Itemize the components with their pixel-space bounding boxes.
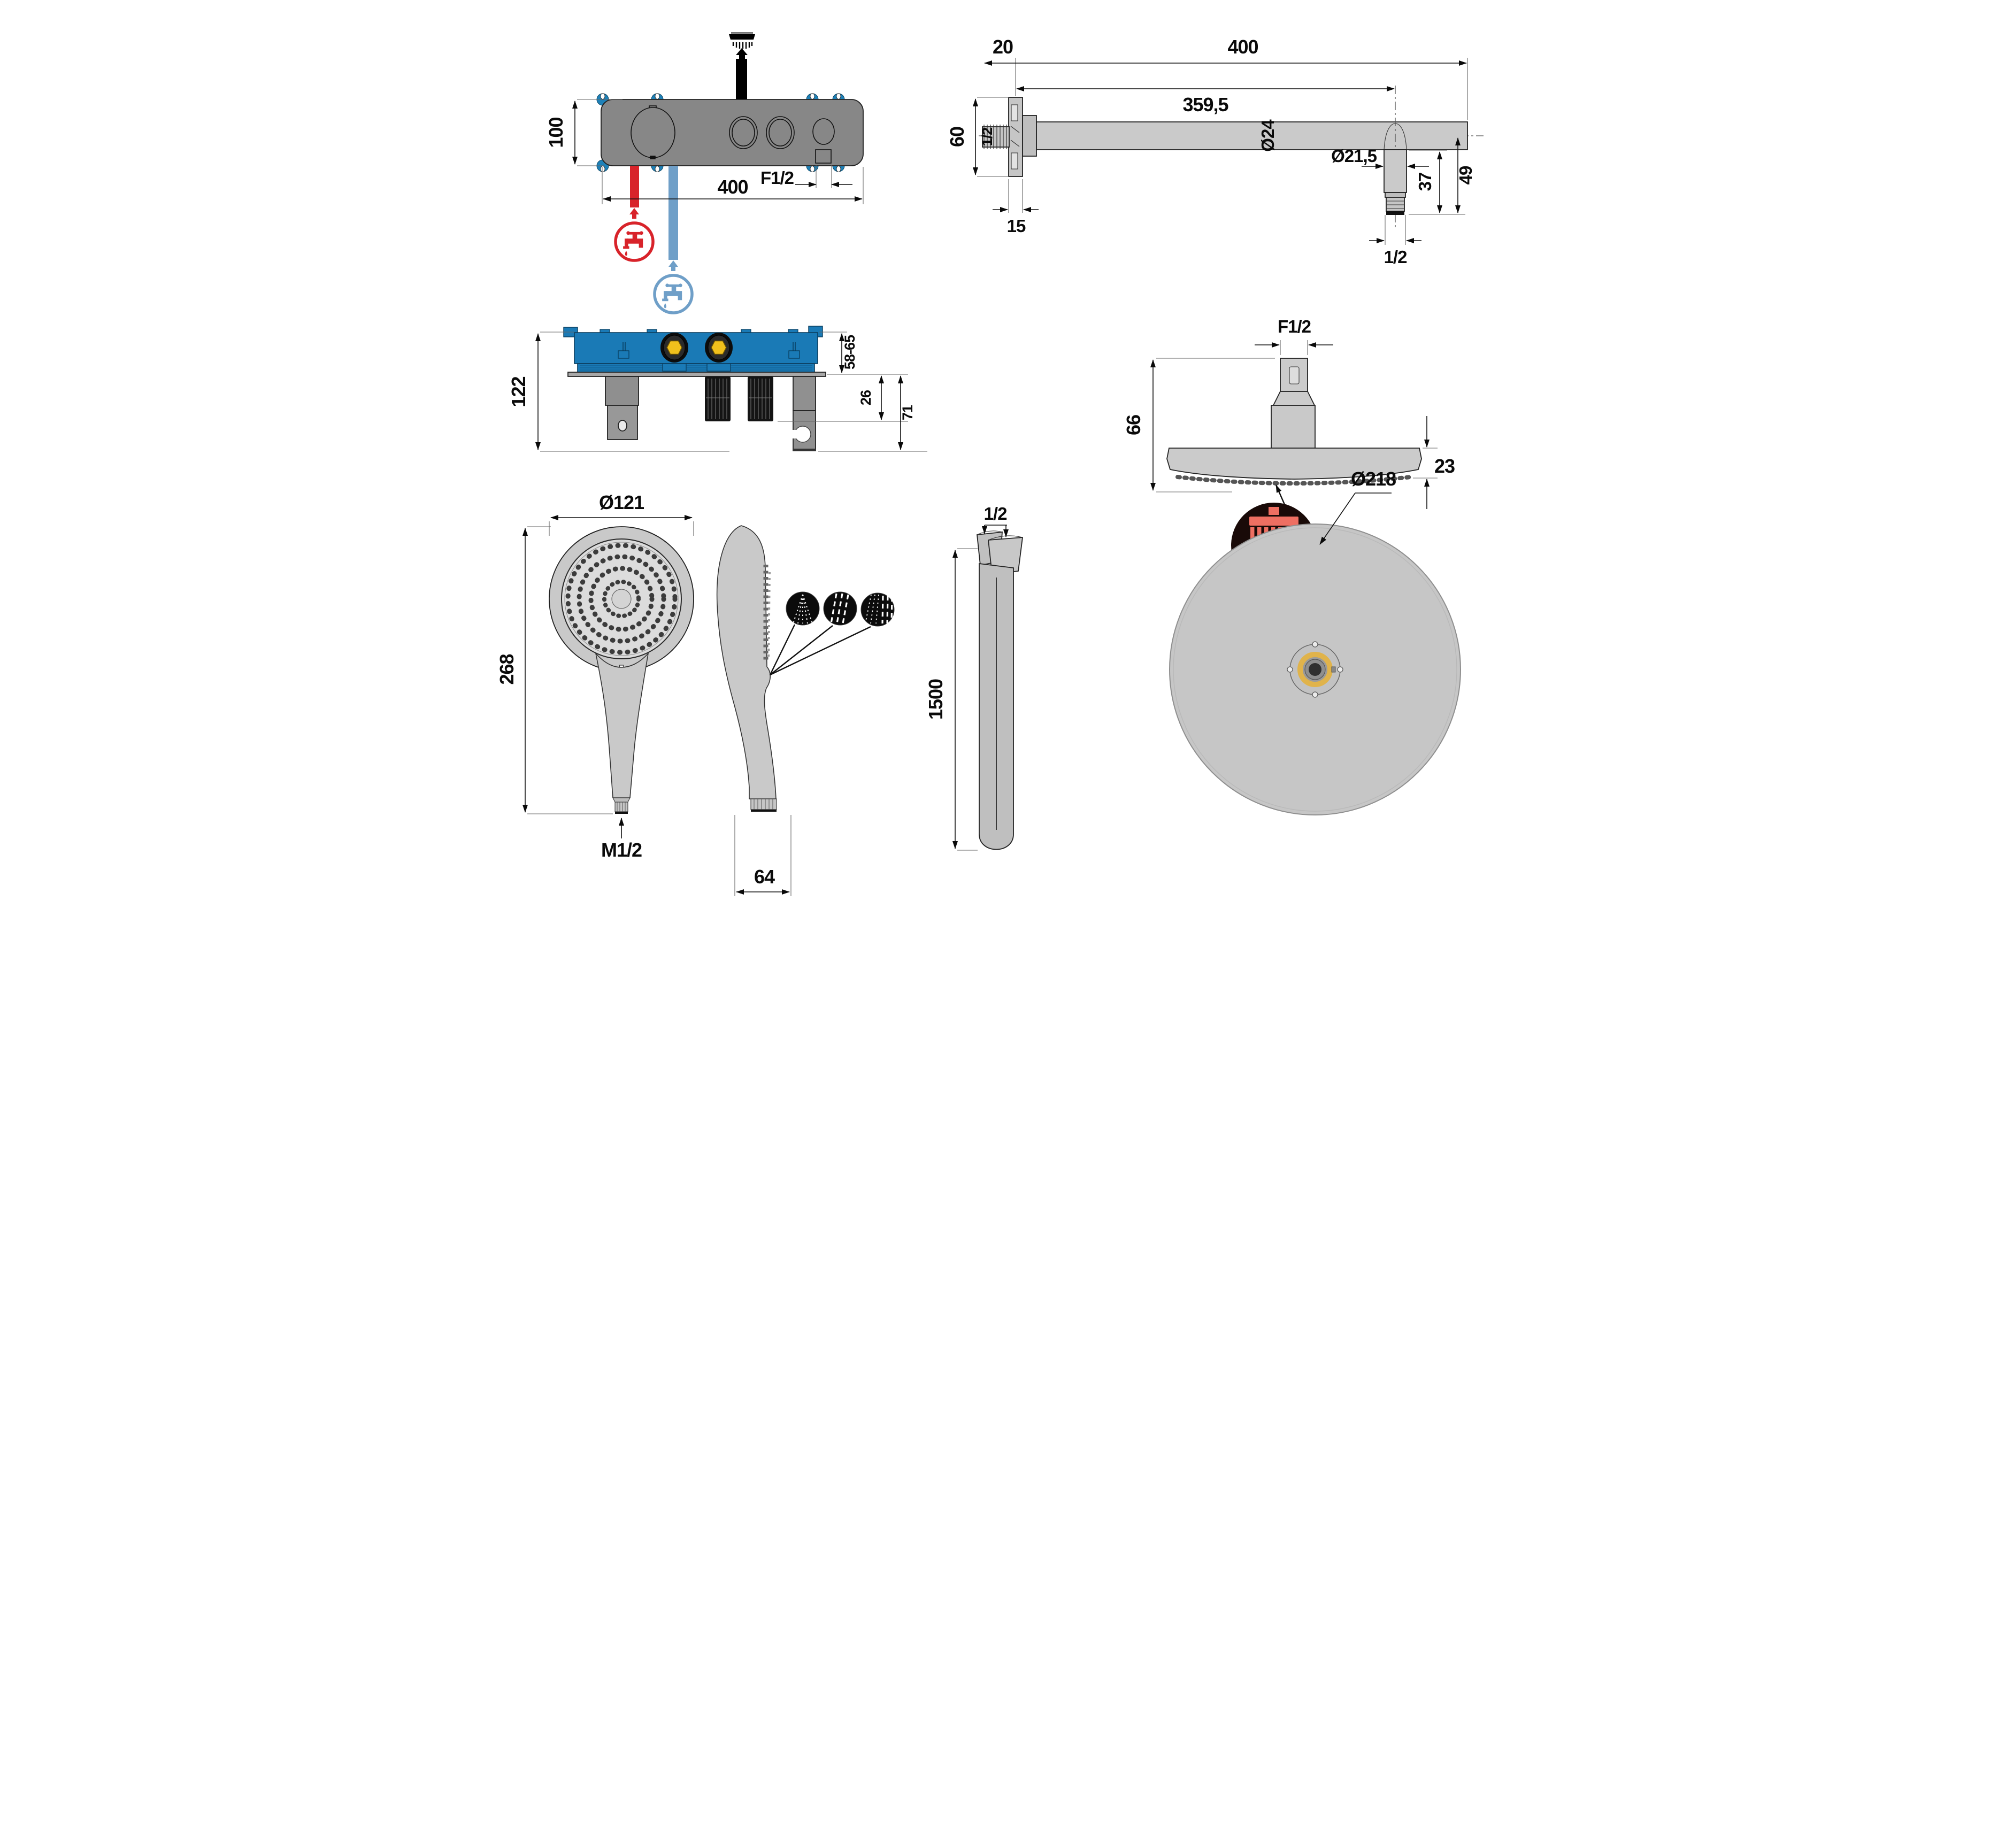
dim-label: 26 xyxy=(858,390,874,405)
dim-disc-thickness: 23 xyxy=(1413,416,1455,509)
dim-label: 15 xyxy=(1007,216,1026,236)
dim-valve-height: 100 xyxy=(545,99,623,166)
dim-valve-width: 400 xyxy=(602,167,864,204)
head-disc xyxy=(1166,448,1422,480)
dim-arm-20-400: 20 400 xyxy=(984,36,1468,120)
dim-label: 400 xyxy=(717,176,748,198)
dim-label: 37 xyxy=(1415,173,1435,191)
dim-holder-depth: 71 xyxy=(818,375,927,452)
overhead-shower-icon xyxy=(729,32,755,60)
hand-shower-outlet xyxy=(812,118,835,164)
panel-head-top: Ø218 xyxy=(1169,468,1461,815)
dim-tube-diameter: Ø24 xyxy=(1258,119,1278,152)
arm-wall-flange xyxy=(1008,97,1037,177)
dim-flange-depth: 15 xyxy=(993,179,1039,236)
dim-knob-depth: 26 xyxy=(778,375,908,422)
dim-label: 1/2 xyxy=(1384,247,1408,267)
hand-shower-handle xyxy=(595,652,649,814)
panel-hose: 1/2 1500 xyxy=(925,504,1024,851)
arm-tube xyxy=(1036,121,1468,150)
dim-hose-length: 1500 xyxy=(925,548,978,851)
dim-label: 49 xyxy=(1456,166,1476,184)
dim-hand-shower-length: 268 xyxy=(500,526,613,814)
dim-label: 64 xyxy=(754,866,775,888)
dim-head-height: 66 xyxy=(1123,358,1275,492)
rough-in-box xyxy=(563,326,823,373)
dim-label: 20 xyxy=(993,36,1013,58)
dim-label: 60 xyxy=(946,127,968,147)
bracket-left xyxy=(605,376,639,440)
side-nozzle-bumps xyxy=(767,572,771,661)
head-nozzles xyxy=(1175,475,1413,486)
dim-outlet-thread: F1/2 xyxy=(760,165,852,188)
dim-arm-outlet-offset: 359,5 xyxy=(1016,86,1395,116)
hand-shower-holder-hook xyxy=(793,376,816,451)
panel-shower-arm: 20 400 359,5 60 1/2 15 Ø24 Ø21,5 xyxy=(946,36,1484,267)
hot-supply-pipe xyxy=(630,166,639,207)
dim-box-depth: 122 xyxy=(508,332,729,452)
hot-water-supply-icon xyxy=(614,208,655,262)
spray-pattern-jet-icon xyxy=(823,591,857,626)
dim-label: Ø218 xyxy=(1351,468,1396,490)
spray-pattern-leaders xyxy=(769,624,871,676)
panel-valve-front: 100 400 F1/2 xyxy=(545,32,864,314)
dim-hand-shower-diameter: Ø121 xyxy=(549,491,694,536)
dim-hose-thread: 1/2 xyxy=(982,504,1009,537)
dim-label: M1/2 xyxy=(601,839,642,861)
diverter-knobs xyxy=(729,116,795,149)
dim-flange-height: 60 1/2 xyxy=(946,97,1009,177)
dim-plaster-range: 58-65 xyxy=(819,332,908,375)
spray-pattern-mixed-icon xyxy=(860,592,895,627)
dim-hand-shower-depth: 64 xyxy=(734,815,791,896)
arm-outlet-nipple xyxy=(1384,149,1407,215)
mounting-plate xyxy=(567,372,826,377)
dim-label: 58-65 xyxy=(842,335,858,369)
knurled-plugs xyxy=(705,376,773,421)
dim-label: Ø121 xyxy=(599,491,644,513)
panel-hand-shower-front: Ø121 xyxy=(500,491,694,861)
dim-label: 1500 xyxy=(925,679,947,720)
thermostat-knob xyxy=(631,105,675,159)
panel-valve-side: 122 58-65 26 71 xyxy=(508,326,927,452)
dim-label: 71 xyxy=(900,405,916,420)
dim-head-thread: F1/2 xyxy=(1255,317,1333,355)
dim-label: Ø21,5 xyxy=(1331,146,1377,166)
dim-label: 1/2 xyxy=(984,504,1008,523)
box-inlet-ports xyxy=(660,333,733,363)
dim-label: 100 xyxy=(545,117,567,148)
panel-hand-shower-side: 64 xyxy=(716,525,895,896)
dim-label: 400 xyxy=(1227,36,1258,58)
dim-outlet-thread: 1/2 xyxy=(1369,215,1421,267)
dim-label: 23 xyxy=(1434,455,1455,477)
head-connector xyxy=(1271,358,1316,449)
drawing-sheet: 100 400 F1/2 xyxy=(500,0,1499,924)
riser-pipe xyxy=(736,59,747,101)
spray-pattern-rain-icon xyxy=(786,591,820,626)
dim-outlet-diameter: Ø21,5 xyxy=(1331,146,1429,169)
dim-label: F1/2 xyxy=(1278,317,1311,336)
dim-label: F1/2 xyxy=(760,168,794,188)
dim-label: 268 xyxy=(500,654,518,684)
cold-water-supply-icon xyxy=(653,260,694,314)
head-hub xyxy=(1287,641,1343,698)
dim-outlet-drops: 37 49 xyxy=(1409,137,1476,215)
cold-supply-pipe xyxy=(668,166,678,260)
dim-hand-shower-thread: M1/2 xyxy=(601,818,642,861)
dim-label: 122 xyxy=(508,376,529,407)
dim-label: 66 xyxy=(1123,415,1144,435)
arm-wall-nipple xyxy=(982,125,1010,149)
dim-label: 359,5 xyxy=(1182,94,1228,116)
dim-head-top-diameter: Ø218 xyxy=(1319,468,1396,545)
hand-shower-head xyxy=(549,526,694,674)
dim-label: 1/2 xyxy=(979,128,995,147)
hose-nuts xyxy=(977,530,1024,575)
